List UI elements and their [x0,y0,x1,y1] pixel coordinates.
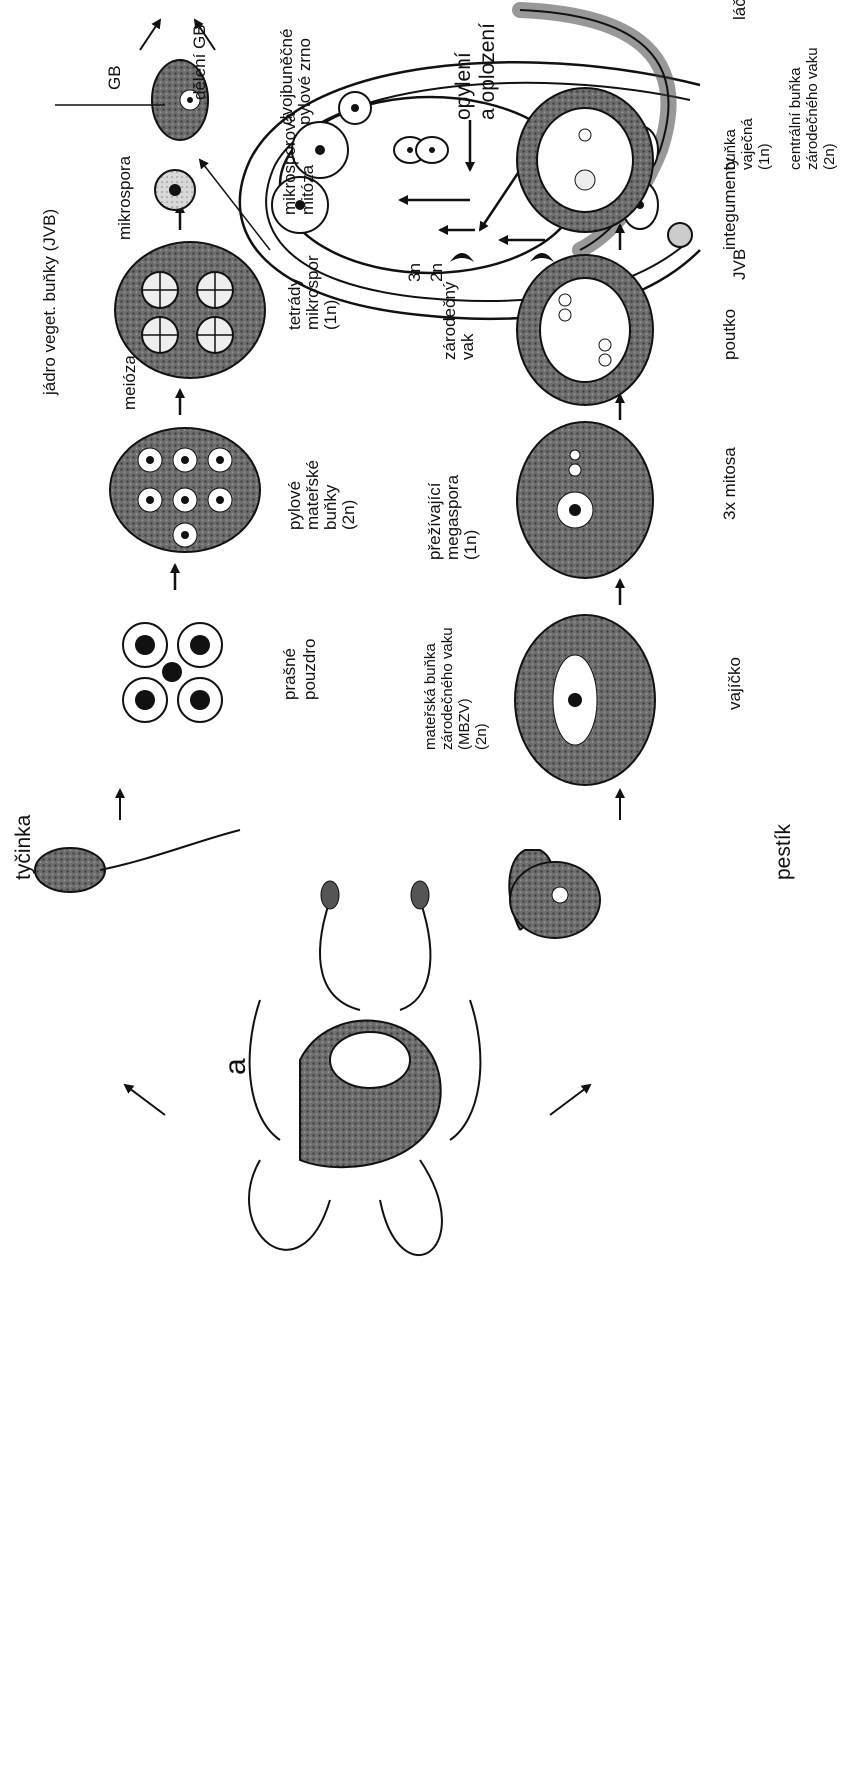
label-3n: 3n [405,263,424,282]
label-tetrady-1: tetrády [285,278,304,330]
arrow [125,1085,165,1115]
label-mikrospora: mikrospora [115,155,134,240]
label-pylove-1: pylové [285,481,304,530]
arrow [140,20,160,50]
label-mbzv-4: (2n) [473,723,490,750]
label-pestik: pestík [772,823,795,880]
label-dvoj-1: dvojbuněčné [277,29,296,125]
label-gb: GB [105,65,124,90]
label-2n: 2n [427,263,446,282]
label-pylove-2: mateřské [303,460,322,530]
pointer [200,160,270,250]
label-vajicko: vajíčko [725,657,744,710]
label-mbzv-3: (MBZV) [456,698,473,750]
tetrads-drawing [115,242,265,378]
label-zarodecny-2: vak [458,333,477,360]
label-centralni-3: (2n) [821,143,838,170]
label-bunka-vajecna-2: vaječná [739,118,756,170]
label-jadro-veget: jádro veget. buňky (JVB) [40,209,59,396]
label-prezivajici-1: přežívající [425,482,444,560]
label-poutko: poutko [720,309,739,360]
label-opyleni-1: opylení [452,52,475,120]
label-centralni-2: zárodečného vaku [804,47,821,170]
label-prezivajici-3: (1n) [461,530,480,560]
nucleus [351,104,359,112]
label-prasne-pouzdro-2: pouzdro [300,639,319,700]
sperm-cell [530,253,554,262]
label-pylove-3: buňky [321,484,340,530]
jvb-nucleus [668,223,692,247]
label-mbzv-2: zárodečného vaku [439,627,456,750]
ovule-mature-drawing [517,88,653,232]
ovule-megaspora-drawing [517,422,653,578]
label-centralni-1: centrální buňka [787,67,804,170]
label-deleni-gb: dělení GB [190,24,209,100]
label-bunka-vajecna-1: buňka [722,128,739,170]
label-tetrady-2: mikrospor [303,255,322,330]
label-tycinka: tyčinka [12,814,35,880]
label-dvoj-2: pylové zrno [295,38,314,125]
microspore-drawing [155,170,195,210]
ovule-embryosac-drawing [517,255,653,405]
label-tetrady-3: (1n) [321,300,340,330]
label-opyleni-2: a oplození [476,23,499,120]
stamen-drawing [35,830,240,892]
pollen-mother-cells-drawing [110,428,260,552]
label-meioza: meióza [120,355,139,410]
label-bunka-vajecna-3: (1n) [756,143,773,170]
label-pylove-4: (2n) [339,500,358,530]
label-prasne-pouzdro-1: prašné [280,648,299,700]
pistil-drawing [509,850,600,938]
label-mitosa: 3x mitosa [720,447,739,520]
nucleus [315,145,325,155]
label-zarodecny-1: zárodečný [440,281,459,360]
anther-drawing [123,623,222,722]
arrow [550,1085,590,1115]
flower-drawing [249,881,480,1255]
label-jvb-b: JVB [730,249,749,280]
label-mikrosporova-1: mikrosporová [280,112,299,215]
label-lacka: láčka [730,0,749,20]
ovule-mbzv-drawing [515,615,655,785]
label-prezivajici-2: megaspora [443,474,462,560]
label-mikrosporova-2: mitóza [298,164,317,215]
panel-letter-a: a [219,1058,252,1075]
label-mbzv-1: mateřská buňka [422,643,439,750]
